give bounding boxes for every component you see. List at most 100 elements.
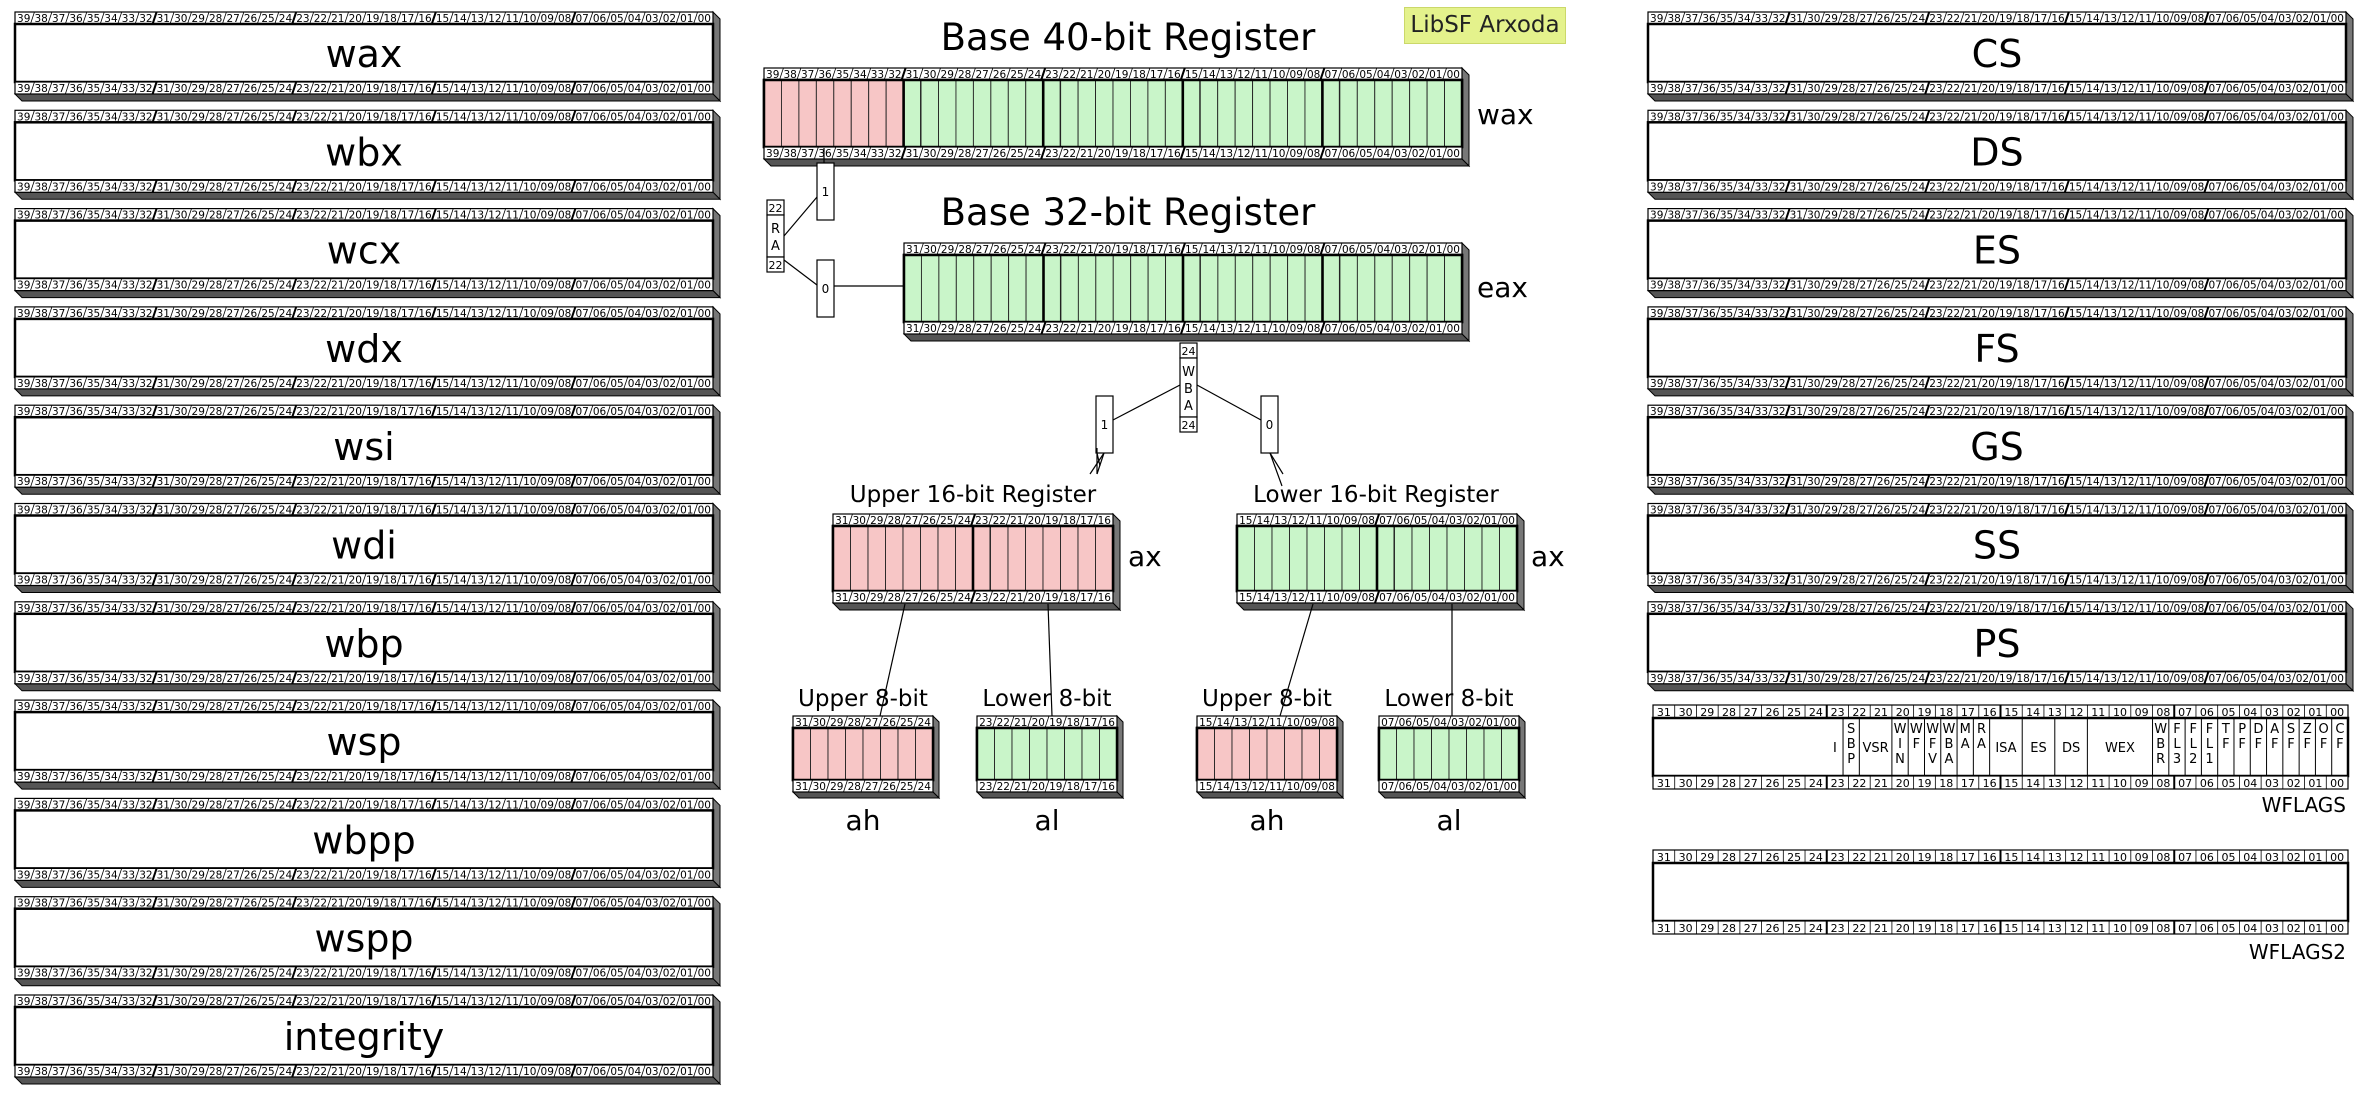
bit-number: 08 xyxy=(2191,406,2204,418)
bit-number: 00 xyxy=(2330,851,2344,864)
bit-cell xyxy=(798,79,817,148)
bit-number: 24 xyxy=(1809,851,1823,864)
bit-number: 24 xyxy=(279,476,293,488)
bit-number: 08 xyxy=(2191,210,2204,222)
bit-number: 23 xyxy=(979,781,992,793)
bit-number: 21 xyxy=(331,505,344,517)
bit-number: 38 xyxy=(1667,378,1680,390)
bit-cell xyxy=(1464,525,1483,592)
bit-number: 04 xyxy=(2243,851,2257,864)
bit-number: 14 xyxy=(2086,13,2100,25)
bit-number: 30 xyxy=(174,406,187,418)
bit-cell xyxy=(990,254,1010,323)
bit-number: 08 xyxy=(2191,83,2204,95)
bit-number: 21 xyxy=(1964,476,1977,488)
selector-char: A xyxy=(771,239,780,254)
bit-number: 17 xyxy=(401,505,414,517)
register-name: CS xyxy=(1972,32,2023,76)
bit-number: 19 xyxy=(1045,592,1058,604)
bit-number: 38 xyxy=(1667,603,1680,615)
bit-number: 23 xyxy=(1929,280,1942,292)
bit-number: 12 xyxy=(2121,406,2134,418)
bit-number: 19 xyxy=(1999,378,2012,390)
bit-number: 17 xyxy=(401,280,414,292)
bit-number: 26 xyxy=(1877,505,1891,517)
bit-number: 06 xyxy=(2200,777,2214,790)
bit-number: 31 xyxy=(1657,851,1671,864)
flag-letter: T xyxy=(2221,722,2230,737)
bit-number: 02 xyxy=(663,996,676,1008)
bit-number: 19 xyxy=(1999,308,2012,320)
bit-number: 33 xyxy=(1755,673,1768,685)
bit-number: 00 xyxy=(2331,575,2344,587)
bit-number: 26 xyxy=(1877,83,1891,95)
bit-number: 33 xyxy=(122,673,135,685)
bit-number: 19 xyxy=(366,378,379,390)
bit-number: 25 xyxy=(1010,69,1023,81)
bit-number: 25 xyxy=(1894,210,1907,222)
bit-number: 15 xyxy=(436,210,449,222)
bit-number: 32 xyxy=(139,505,152,517)
bit-number: 03 xyxy=(2278,181,2291,193)
bit-number: 11 xyxy=(506,1066,519,1078)
bit-number: 11 xyxy=(2139,505,2152,517)
bit-number: 02 xyxy=(2296,111,2309,123)
bit-number: 16 xyxy=(1983,777,1997,790)
bit-number: 13 xyxy=(1220,69,1233,81)
bit-number: 25 xyxy=(1787,777,1801,790)
flag-label: ES xyxy=(2030,741,2046,756)
bit-number: 07 xyxy=(2178,922,2192,935)
bit-number: 35 xyxy=(1720,603,1733,615)
bit-number: 03 xyxy=(645,308,658,320)
bit-number: 08 xyxy=(1307,69,1320,81)
bit-number: 08 xyxy=(558,280,571,292)
flag-wex: WEX xyxy=(2105,741,2135,756)
bit-cell xyxy=(1064,727,1083,781)
bit-number: 31 xyxy=(157,210,170,222)
bit-number: 07 xyxy=(1325,323,1338,335)
bit-number: 12 xyxy=(488,308,501,320)
bit-number: 01 xyxy=(680,771,693,783)
bit-number: 12 xyxy=(2121,280,2134,292)
bit-number: 28 xyxy=(209,111,222,123)
bit-number: 10 xyxy=(2156,13,2169,25)
bit-cell xyxy=(763,79,782,148)
bit-number: 29 xyxy=(941,148,954,160)
bit-number: 27 xyxy=(226,799,239,811)
flag-letter: L xyxy=(2206,737,2214,752)
bit-number: 36 xyxy=(1702,308,1716,320)
bit-number: 01 xyxy=(2313,13,2326,25)
bit-number: 16 xyxy=(418,378,432,390)
bit-number: 13 xyxy=(2104,13,2117,25)
bit-number: 17 xyxy=(2034,476,2047,488)
bit-number: 02 xyxy=(2296,378,2309,390)
bit-number: 36 xyxy=(1702,83,1716,95)
bit-number: 18 xyxy=(2016,406,2029,418)
bit-number: 20 xyxy=(349,406,362,418)
bit-number: 14 xyxy=(2086,575,2100,587)
bit-number: 00 xyxy=(1447,69,1460,81)
bit-number: 22 xyxy=(1852,851,1866,864)
bit-number: 22 xyxy=(1947,13,1960,25)
bit-number: 14 xyxy=(453,673,467,685)
bit-number: 26 xyxy=(244,308,258,320)
flag-af: AF xyxy=(2270,722,2279,752)
bit-number: 04 xyxy=(2261,603,2275,615)
bit-number: 13 xyxy=(471,575,484,587)
bit-number: 35 xyxy=(87,1066,100,1078)
bit-number: 18 xyxy=(1063,592,1076,604)
bit-number: 25 xyxy=(1787,851,1801,864)
bit-number: 25 xyxy=(261,406,274,418)
bit-number: 27 xyxy=(226,673,239,685)
bit-number: 09 xyxy=(541,308,554,320)
bit-number: 08 xyxy=(558,406,571,418)
bit-number: 25 xyxy=(261,83,274,95)
bit-number: 34 xyxy=(1737,575,1751,587)
bit-cell xyxy=(862,727,881,781)
bit-number: 17 xyxy=(1084,781,1097,793)
bit-number: 08 xyxy=(558,701,571,713)
bit-number: 05 xyxy=(1414,515,1427,527)
bit-number: 19 xyxy=(1999,181,2012,193)
